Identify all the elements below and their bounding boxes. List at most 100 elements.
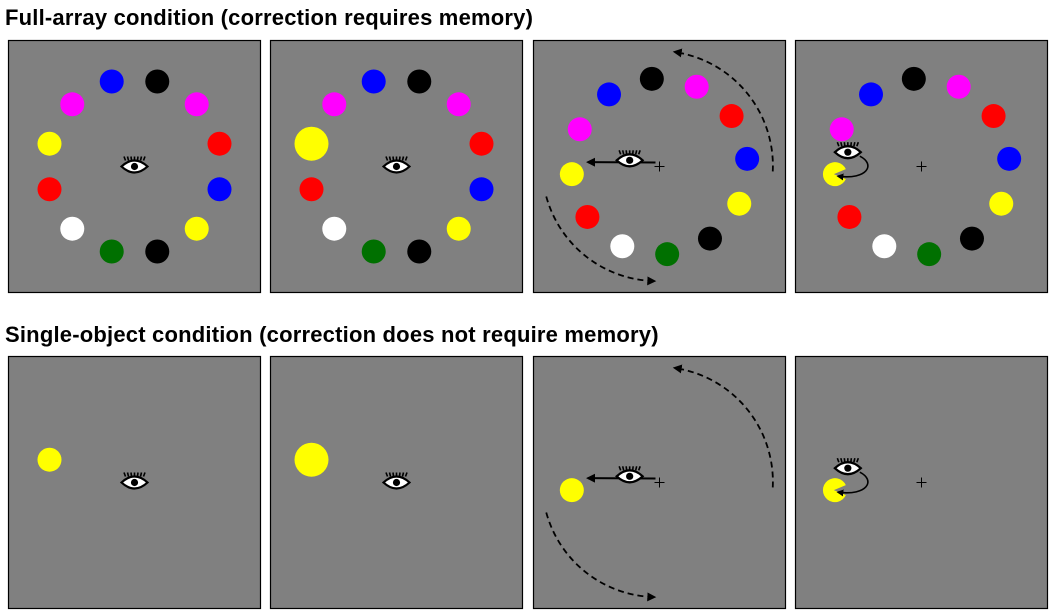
eye-lash (126, 472, 130, 477)
panel-full-array-4 (794, 39, 1049, 294)
ring-dot (719, 104, 744, 129)
ring-dot (299, 177, 324, 202)
correction-arrow (836, 471, 869, 497)
eye-lash (618, 150, 622, 155)
ring-dot (981, 104, 1006, 129)
eye-lash (853, 141, 856, 147)
eye-pupil (130, 478, 139, 487)
eye-lash (634, 466, 638, 471)
ring-dot (184, 216, 209, 241)
target-dot (294, 442, 329, 477)
ring-dot (407, 69, 432, 94)
eye-lash (856, 457, 860, 463)
target-dot (559, 478, 584, 503)
ring-dot (727, 191, 752, 216)
ring-dot (37, 177, 62, 202)
panel-single-object-1 (7, 355, 262, 610)
ring-dot (469, 177, 494, 202)
ring-dot (917, 242, 942, 267)
ring-dot (684, 74, 709, 99)
panel-single-object-4 (794, 355, 1049, 610)
eye-pupil (626, 156, 634, 164)
eye-lash (853, 457, 856, 463)
eye-lash (385, 472, 389, 477)
ring-dot (989, 191, 1014, 216)
ring-dot (959, 226, 984, 251)
eye-lash (836, 141, 840, 147)
ring-dot (145, 69, 170, 94)
ring-dot (184, 92, 209, 117)
ring-dot (446, 92, 471, 117)
rotation-arc-upper (672, 48, 774, 172)
ring-dot (610, 234, 635, 259)
ring-dot (567, 117, 592, 142)
panel-full-array-2 (269, 39, 524, 294)
ring-dot (145, 239, 170, 264)
rotation-arc-lower (545, 512, 657, 602)
eye-lash (123, 156, 127, 161)
ring-dot (469, 131, 494, 156)
panel-full-array-1 (7, 39, 262, 294)
ring-dot (322, 216, 347, 241)
ring-dot (575, 204, 600, 229)
ring-dot (697, 226, 722, 251)
eye-lash (388, 156, 392, 161)
eye-lash (126, 156, 130, 161)
eye-lash (618, 466, 622, 471)
eye-lash (142, 472, 146, 477)
eye-pupil (392, 478, 401, 487)
ring-dot (735, 146, 760, 171)
ring-dot (361, 239, 386, 264)
eye-lash (404, 472, 408, 477)
full-array-heading: Full-array condition (correction require… (5, 5, 534, 30)
ring-dot (361, 69, 386, 94)
eye-pupil (130, 162, 139, 171)
eye-pupil (844, 464, 852, 472)
target-dot (37, 131, 62, 156)
ring-dot (639, 66, 664, 91)
eye-lash (634, 150, 638, 155)
ring-dot (60, 92, 85, 117)
eye-lash (142, 156, 146, 161)
ring-dot (60, 216, 85, 241)
rotation-arc-lower (545, 196, 657, 286)
eye-pupil (626, 472, 634, 480)
eye-lash (404, 156, 408, 161)
ring-dot (446, 216, 471, 241)
correction-arrow (836, 155, 869, 181)
panel-full-array-3 (532, 39, 787, 294)
ring-dot (207, 177, 232, 202)
eye-lash (139, 472, 143, 477)
eye-lash (840, 141, 843, 147)
single-object-heading: Single-object condition (correction does… (5, 322, 659, 347)
eye-lash (385, 156, 389, 161)
eye-pupil (392, 162, 401, 171)
ring-dot (829, 117, 854, 142)
eye-lash (637, 466, 641, 471)
target-dot (294, 126, 329, 161)
target-dot (559, 162, 584, 187)
ring-dot (322, 92, 347, 117)
ring-dot (597, 82, 622, 107)
eye-lash (840, 457, 843, 463)
ring-dot (946, 74, 971, 99)
eye-lash (621, 466, 625, 471)
ring-dot (837, 204, 862, 229)
ring-dot (207, 131, 232, 156)
eye-lash (637, 150, 641, 155)
target-dot (37, 447, 62, 472)
eye-lash (401, 156, 405, 161)
ring-dot (99, 69, 124, 94)
eye-lash (388, 472, 392, 477)
panel-single-object-2 (269, 355, 524, 610)
rotation-arc-upper (672, 364, 774, 488)
eye-pupil (844, 148, 852, 156)
ring-dot (997, 146, 1022, 171)
panel-single-object-3 (532, 355, 787, 610)
ring-dot (407, 239, 432, 264)
ring-dot (901, 66, 926, 91)
eye-lash (621, 150, 625, 155)
eye-lash (836, 457, 840, 463)
eye-lash (123, 472, 127, 477)
